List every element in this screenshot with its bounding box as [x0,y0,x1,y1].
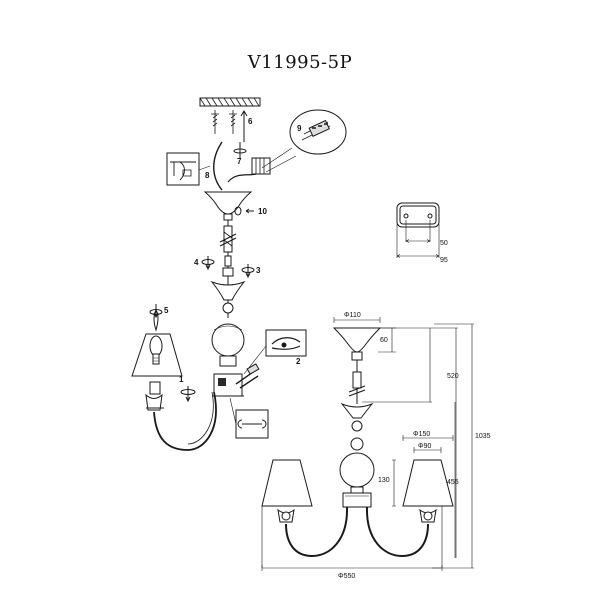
step-1-label: 1 [179,375,184,384]
dim-lower-height: 455 [447,479,459,486]
callout-8-wiring-detail: 8 [166,152,211,186]
dim-canopy-diameter: Φ110 [344,312,361,319]
dim-total-height: 1035 [475,433,491,440]
mounting-bracket-detail: 50 95 [396,202,448,264]
bracket-outer-width: 95 [440,257,448,264]
dim-upper-height: 520 [447,373,459,380]
bracket-inner-width: 50 [440,240,448,247]
model-title: V11995-5P [247,52,353,73]
arm-exploded: 1 [145,375,217,451]
dimension-lines [261,317,474,571]
ceiling-mount: 6 7 [199,97,271,191]
dim-shade-top: Φ90 [418,443,431,450]
chandelier-body-exploded [210,280,246,397]
dim-overall-diameter: Φ550 [338,573,355,580]
step-7-label: 7 [237,157,242,166]
step-8-label: 8 [205,171,210,180]
assembled-chandelier [261,327,454,558]
step-10-label: 10 [258,207,267,216]
step-2-label: 2 [296,357,301,366]
ceiling-canopy: 10 [203,191,267,221]
dim-shade-bottom: Φ150 [413,431,430,438]
step-4-label: 4 [194,258,199,267]
callout-9-connector-detail: 9 [261,109,347,173]
step-5-label: 5 [164,306,169,315]
step-6-label: 6 [248,117,253,126]
hanging-rod: 4 3 [194,220,261,290]
dim-canopy-height: 60 [380,337,388,344]
shade-exploded: 5 [131,304,183,377]
callout-wrench [229,397,269,439]
dim-shade-height: 130 [378,477,390,484]
step-9-label: 9 [297,124,302,133]
step-3-label: 3 [256,266,261,275]
callout-2-pliers: 2 [243,329,307,375]
